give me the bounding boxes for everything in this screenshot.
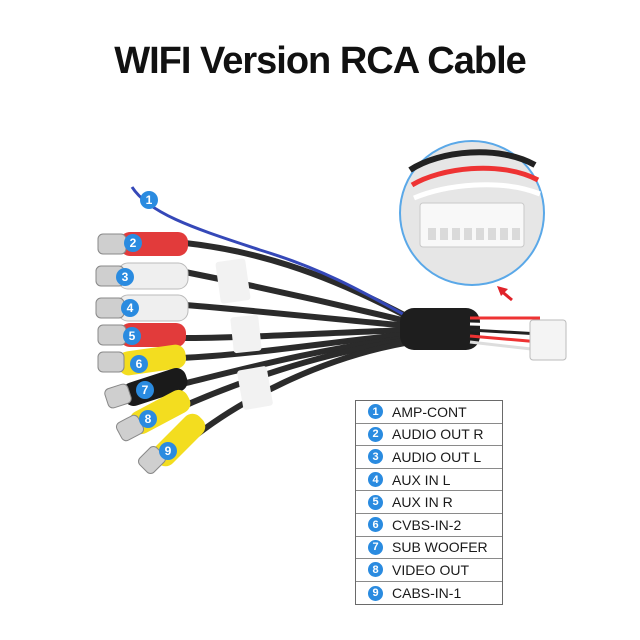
- legend-label: CABS-IN-1: [392, 585, 462, 602]
- callout-1: 1: [146, 193, 153, 207]
- rca-plug-red-5: [97, 323, 186, 347]
- wire-8: [172, 337, 413, 413]
- legend-label: AMP-CONT: [392, 403, 467, 420]
- number-badge: 8: [368, 562, 383, 578]
- legend-row: 6 CVBS-IN-2: [356, 514, 502, 537]
- legend-label: SUB WOOFER: [392, 539, 488, 556]
- number-badge: 9: [368, 585, 383, 601]
- callout-7: 7: [142, 383, 149, 397]
- callout-2: 2: [130, 236, 137, 250]
- legend-label: AUX IN L: [392, 471, 451, 488]
- number-badge: 1: [368, 404, 383, 420]
- legend-label: AUX IN R: [392, 494, 453, 511]
- wire-5: [177, 327, 413, 341]
- wire-tag: [237, 366, 273, 410]
- callout-3: 3: [122, 270, 129, 284]
- legend-row: 9 CABS-IN-1: [356, 582, 502, 605]
- legend-row: 1 AMP-CONT: [356, 401, 502, 424]
- page-title: WIFI Version RCA Cable: [114, 40, 527, 82]
- number-badge: 3: [368, 449, 383, 465]
- legend-row: 2 AUDIO OUT R: [356, 424, 502, 447]
- callout-8: 8: [145, 412, 152, 426]
- legend-row: 7 SUB WOOFER: [356, 537, 502, 560]
- rca-plug-black-7: [104, 367, 188, 409]
- wire-tag: [215, 258, 251, 304]
- legend-label: VIDEO OUT: [392, 561, 470, 578]
- callout-4: 4: [127, 301, 134, 315]
- legend-row: 4 AUX IN L: [356, 469, 502, 492]
- connector-tail-wires: [469, 316, 541, 352]
- legend-row: 8 VIDEO OUT: [356, 559, 502, 582]
- number-badge: 6: [368, 517, 383, 533]
- harness-plug: [529, 319, 567, 361]
- callout-6: 6: [136, 357, 143, 371]
- rca-plug-red-2: [97, 232, 188, 256]
- number-badge: 2: [368, 426, 383, 442]
- zoom-inset: [399, 140, 545, 286]
- arrow-icon: [497, 286, 513, 302]
- junction-sleeve: [400, 308, 480, 350]
- callout-9: 9: [165, 444, 172, 458]
- rca-plug-white-4: [95, 294, 189, 322]
- legend-label: AUDIO OUT L: [392, 448, 482, 465]
- number-badge: 5: [368, 494, 383, 510]
- legend-row: 5 AUX IN R: [356, 491, 502, 514]
- number-badge: 7: [368, 539, 383, 555]
- amp-wire: [130, 186, 411, 320]
- wire-9: [187, 339, 413, 443]
- wire-tag: [230, 314, 262, 354]
- wire-4: [182, 302, 413, 329]
- rca-plug-white-3: [95, 262, 189, 290]
- legend-label: AUDIO OUT R: [392, 426, 484, 443]
- number-badge: 4: [368, 472, 383, 488]
- wire-6: [177, 331, 413, 361]
- wire-7: [175, 335, 413, 388]
- wire-3: [182, 269, 413, 325]
- legend-label: CVBS-IN-2: [392, 516, 462, 533]
- callout-badges: 1 2 3 4 5 6 7 8 9: [116, 191, 177, 460]
- wire-bundle: [172, 240, 413, 443]
- legend-row: 3 AUDIO OUT L: [356, 446, 502, 469]
- callout-5: 5: [129, 329, 136, 343]
